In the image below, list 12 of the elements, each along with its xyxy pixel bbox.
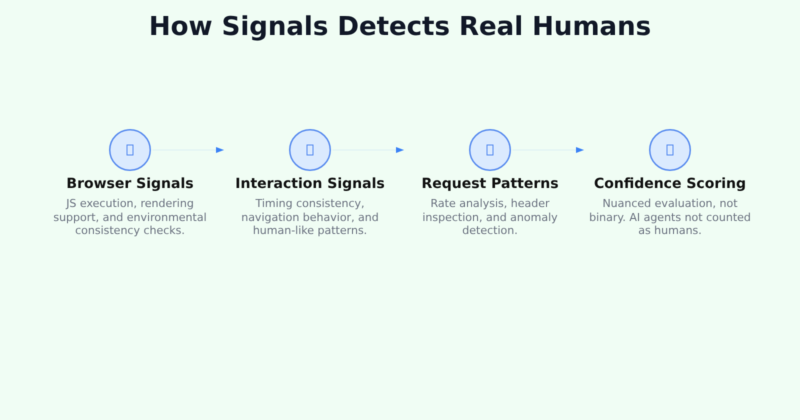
step-description: Rate analysis, header inspection, and anomaly detection. xyxy=(421,197,559,238)
step-description: Timing consistency, navigation behavior, and human-like patterns. xyxy=(240,197,380,238)
step-title: Interaction Signals xyxy=(235,175,385,193)
step-title: Request Patterns xyxy=(421,175,559,193)
step-description: JS execution, rendering support, and environmental consistency checks. xyxy=(52,197,208,238)
step-title: Confidence Scoring xyxy=(594,175,746,193)
arrow xyxy=(512,147,584,153)
arrow xyxy=(332,147,404,153)
step-title: Browser Signals xyxy=(66,175,194,193)
arrow xyxy=(152,147,224,153)
diagram-title: How Signals Detects Real Humans xyxy=(148,11,652,44)
step-description: Nuanced evaluation, not binary. AI agents not counted as humans. xyxy=(588,197,752,238)
